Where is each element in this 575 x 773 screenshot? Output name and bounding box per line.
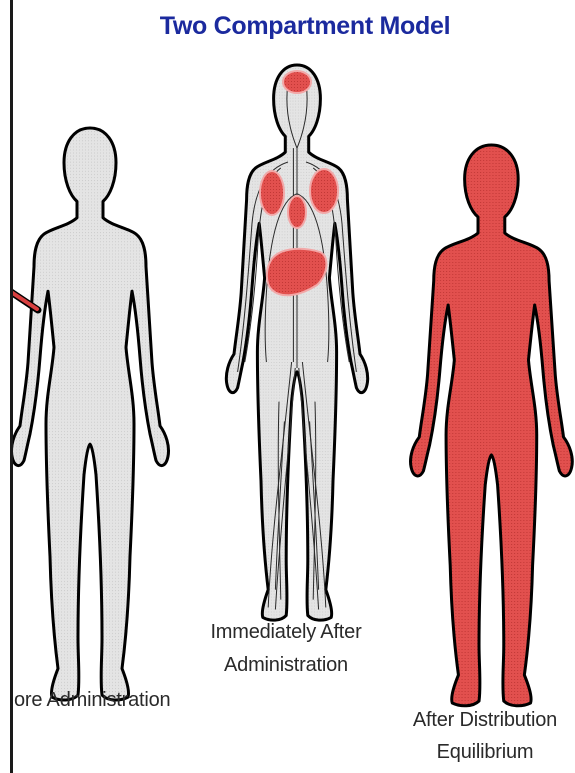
right-lung <box>310 169 338 213</box>
brain-spot <box>283 71 311 93</box>
body-silhouette-gray <box>11 128 168 700</box>
body-silhouette-red <box>411 145 573 706</box>
figure-immediately-after <box>226 65 367 620</box>
figure-after-equilibrium <box>411 145 573 706</box>
caption-immediately-after-line-1: Immediately After <box>186 620 386 644</box>
heart <box>288 196 306 228</box>
caption-before-administration: ore Administration <box>14 688 170 712</box>
figure-before-administration <box>11 128 168 700</box>
caption-equilibrium-line-1: After Distribution <box>395 708 575 732</box>
caption-equilibrium-line-2: Equilibrium <box>395 740 575 764</box>
left-lung <box>260 171 284 215</box>
diagram-title: Two Compartment Model <box>105 11 505 41</box>
caption-immediately-after-line-2: Administration <box>186 653 386 677</box>
left-frame-edge <box>10 0 13 773</box>
blood-vessels <box>238 83 357 610</box>
